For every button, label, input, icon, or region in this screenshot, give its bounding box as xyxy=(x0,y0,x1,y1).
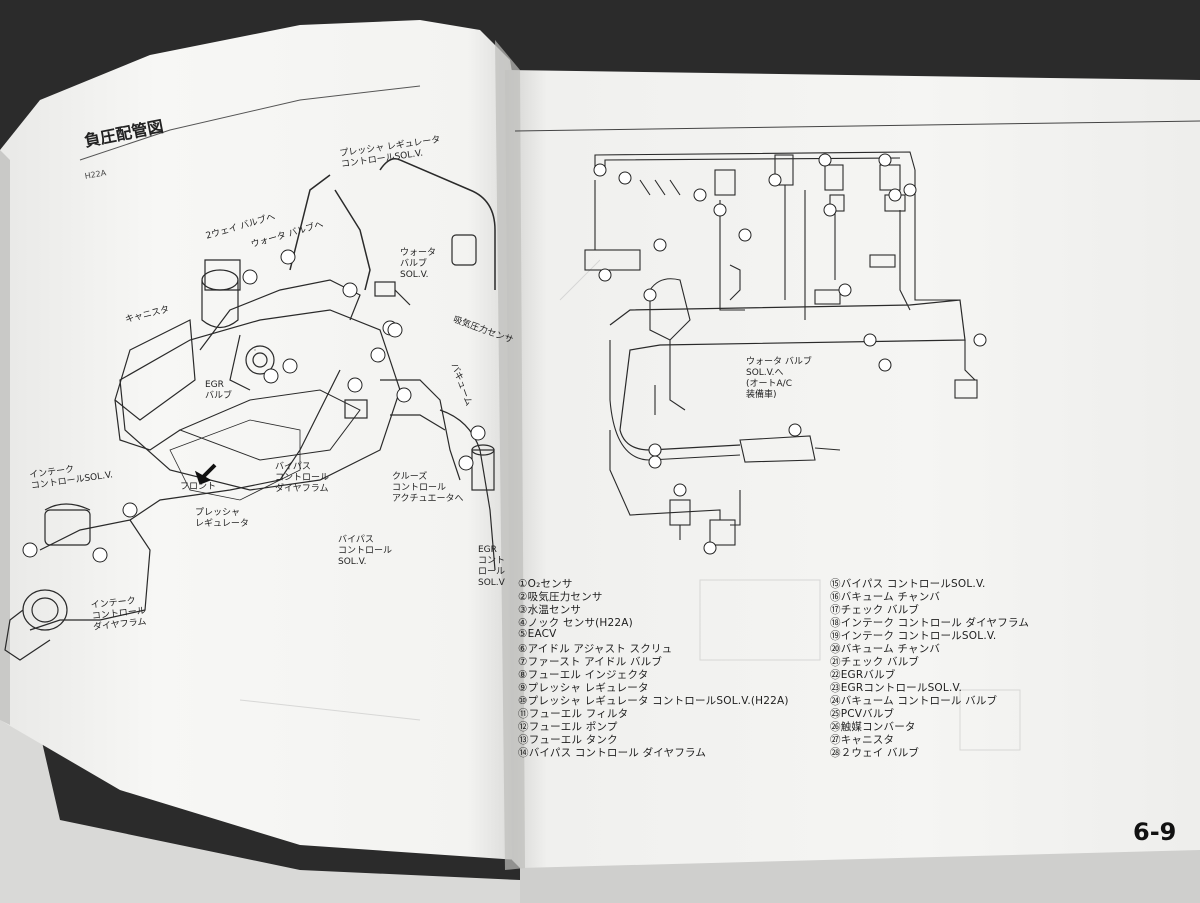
label-pressure-regulator: プレッシャ レギュレータ xyxy=(195,508,249,529)
legend-item: ⑥アイドル アジャスト スクリュ xyxy=(518,643,673,655)
legend-item: ②吸気圧力センサ xyxy=(518,591,603,603)
label-bypass-diaphragm: バイパス コントロール ダイヤフラム xyxy=(275,462,330,494)
legend-item: ㉒EGRバルブ xyxy=(830,669,896,681)
legend-item: ⑧フューエル インジェクタ xyxy=(518,669,649,681)
legend-item: ⑪フューエル フィルタ xyxy=(518,708,629,720)
legend-item: ⑳バキューム チャンバ xyxy=(830,643,941,655)
legend-item: ④ノック センサ(H22A) xyxy=(518,617,633,629)
legend-item: ⑱インテーク コントロール ダイヤフラム xyxy=(830,617,1030,629)
legend-item: ⑨プレッシャ レギュレータ xyxy=(518,682,649,694)
label-front: フロント xyxy=(180,482,217,492)
legend-item: ⑬フューエル タンク xyxy=(518,734,618,746)
legend-item: ⑦ファースト アイドル バルブ xyxy=(518,656,663,668)
water-valve-note: ウォータ バルブ SOL.V.へ (オートA/C 装備車) xyxy=(746,357,812,400)
label-egr-valve: EGR バルブ xyxy=(205,380,233,401)
engine-vacuum-illustration xyxy=(4,158,496,661)
legend-item: ㉘２ウェイ バルブ xyxy=(830,747,920,759)
legend-item: ⑭バイパス コントロール ダイヤフラム xyxy=(518,747,707,759)
legend-item: ⑮バイパス コントロールSOL.V. xyxy=(830,578,986,590)
label-bypass-sol: バイパス コントロール SOL.V. xyxy=(338,535,393,567)
legend-item: ㉑チェック バルブ xyxy=(830,656,920,668)
legend-item: ㉓EGRコントロールSOL.V. xyxy=(830,682,963,694)
page-number: 6-9 xyxy=(1133,818,1177,846)
legend-item: ㉖触媒コンバータ xyxy=(830,721,916,733)
legend-item: ⑲インテーク コントロールSOL.V. xyxy=(830,630,997,642)
legend-item: ⑰チェック バルブ xyxy=(830,604,920,616)
legend-item: ⑤EACV xyxy=(518,628,557,640)
legend-item: ⑯バキューム チャンバ xyxy=(830,591,941,603)
vacuum-hose-schematic xyxy=(584,151,987,555)
legend-item: ③水温センサ xyxy=(518,604,582,616)
legend-item: ㉗キャニスタ xyxy=(830,734,895,746)
label-intake-ctrl-diaphragm: インテーク コントロール ダイヤフラム xyxy=(90,596,147,633)
label-cruise-actuator: クルーズ コントロール アクチュエータへ xyxy=(392,472,464,504)
legend-item: ①O₂センサ xyxy=(518,578,573,590)
label-egr-ctrl: EGR コント ロール SOL.V xyxy=(478,545,506,588)
label-water-valve-sol: ウォータ バルブ SOL.V. xyxy=(400,248,437,280)
legend-item: ⑩プレッシャ レギュレータ コントロールSOL.V.(H22A) xyxy=(518,695,789,707)
legend-item: ㉕PCVバルブ xyxy=(830,708,895,720)
legend-item: ㉔バキューム コントロール バルブ xyxy=(830,695,998,707)
legend-item: ⑫フューエル ポンプ xyxy=(518,721,618,733)
